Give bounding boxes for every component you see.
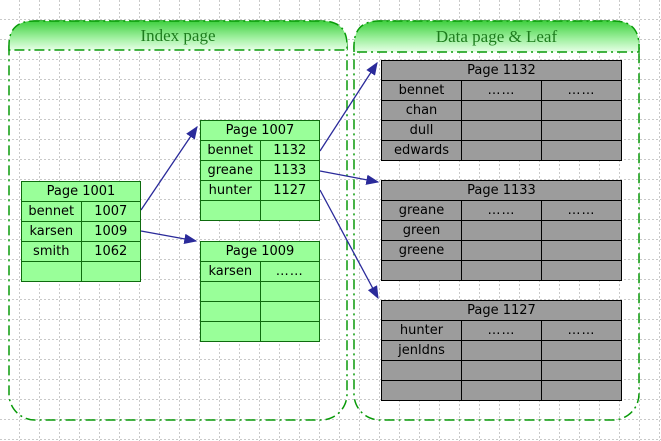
table-cell: 1132 [259, 140, 320, 161]
table-cell [259, 301, 320, 322]
arrow-1001-karsen-to-1009 [140, 230, 198, 245]
table-cell: dull [381, 120, 462, 141]
table-cell: hunter [200, 180, 261, 201]
table-cell: bennet [200, 140, 261, 161]
arrow-1007-hunter-to-1127 [319, 189, 379, 300]
data-header-band [353, 20, 640, 53]
table-cell [541, 140, 622, 161]
table-cell [381, 260, 462, 281]
table-cell [381, 380, 462, 401]
table-cell [461, 380, 542, 401]
table-title: Page 1001 [21, 181, 141, 202]
table-cell: 1062 [80, 241, 141, 262]
table-cell: …… [541, 320, 622, 341]
arrow-1007-bennet-to-1132 [319, 61, 378, 152]
table-cell: 1009 [80, 221, 141, 242]
table-cell [461, 360, 542, 381]
table-cell: karsen [200, 261, 261, 282]
table-cell: bennet [381, 80, 462, 101]
table-cell: karsen [21, 221, 82, 242]
table-cell: greane [200, 160, 261, 181]
table-cell [541, 260, 622, 281]
table-cell [200, 200, 261, 221]
table-cell: 1127 [259, 180, 320, 201]
table-cell [381, 360, 462, 381]
table-cell: greane [381, 200, 462, 221]
table-cell: jenldns [381, 340, 462, 361]
table-cell: …… [259, 261, 320, 282]
data-container-outline [353, 20, 640, 421]
table-cell: greene [381, 240, 462, 261]
table-title: Page 1009 [200, 241, 320, 262]
table-cell [541, 360, 622, 381]
table-cell [461, 100, 542, 121]
table-cell [541, 380, 622, 401]
table-cell [461, 220, 542, 241]
table-cell [80, 261, 141, 282]
table-cell: …… [461, 80, 542, 101]
table-title: Page 1133 [381, 180, 622, 201]
table-cell [541, 340, 622, 361]
table-cell [259, 200, 320, 221]
index-header-band [8, 20, 348, 51]
table-cell: 1133 [259, 160, 320, 181]
arrow-1007-greane-to-1133 [319, 170, 380, 185]
table-cell [461, 120, 542, 141]
table-title: Page 1127 [381, 300, 622, 321]
table-cell [200, 301, 261, 322]
arrow-1001-bennet-to-1007 [140, 125, 198, 211]
table-title: Page 1132 [381, 60, 622, 81]
table-cell: 1007 [80, 201, 141, 222]
table-cell [541, 220, 622, 241]
table-cell: …… [541, 80, 622, 101]
table-cell [461, 260, 542, 281]
table-cell [541, 100, 622, 121]
table-cell: edwards [381, 140, 462, 161]
table-cell: …… [461, 200, 542, 221]
table-cell [259, 321, 320, 342]
table-cell: bennet [21, 201, 82, 222]
table-cell [461, 340, 542, 361]
table-cell: …… [541, 200, 622, 221]
table-cell: smith [21, 241, 82, 262]
table-cell: hunter [381, 320, 462, 341]
table-cell [259, 281, 320, 302]
table-cell [461, 140, 542, 161]
table-cell: chan [381, 100, 462, 121]
table-cell [21, 261, 82, 282]
table-cell [200, 281, 261, 302]
table-cell [461, 240, 542, 261]
table-cell: …… [461, 320, 542, 341]
table-cell: green [381, 220, 462, 241]
table-cell [200, 321, 261, 342]
table-cell [541, 240, 622, 261]
table-title: Page 1007 [200, 120, 320, 141]
table-cell [541, 120, 622, 141]
